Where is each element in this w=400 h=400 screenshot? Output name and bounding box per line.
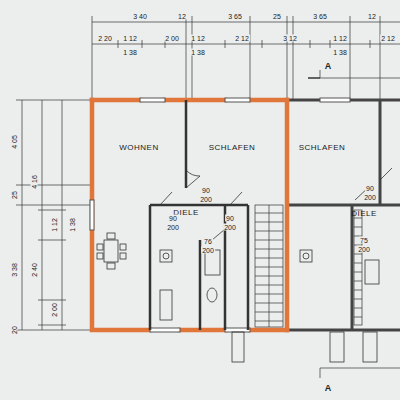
dimension: 4 16 [31,174,38,190]
dimension-tick [250,16,251,100]
dimension: 12 [177,13,187,20]
dimension-tick [262,40,263,48]
section-mark: A [324,62,333,71]
dimension-tick [255,240,283,241]
dimension-tick [350,16,351,100]
dimension-tick [354,290,362,291]
door-width: 90 [201,187,211,194]
dimension-tick [354,281,362,282]
door-width: 75 [359,237,369,244]
dimension-tick [255,312,283,313]
dimension-tick [354,317,362,318]
door-width: 76 [203,238,213,245]
dimension-tick [255,303,283,304]
dimension-tick [255,231,283,232]
door-width: 90 [225,215,235,222]
dimension-tick [354,272,362,273]
dimension-tick [118,40,119,48]
dimension-tick [255,258,283,259]
dimension-tick [38,210,66,211]
dimension: 1 38 [190,49,206,56]
dimension-tick [225,40,226,48]
dimension: 1 12 [51,217,58,233]
dimension-tick [310,40,311,48]
door-height: 200 [199,196,213,203]
room-name: DIELE [350,210,378,218]
dimension: 20 [11,325,18,335]
dimension: 1 12 [332,35,348,42]
dimension: 2 00 [51,302,58,318]
room-name: SCHLAFEN [298,144,347,152]
dimension-tick [142,40,143,48]
dimension-tick [287,16,288,100]
dimension: 1 38 [122,49,138,56]
dimension: 1 12 [190,35,206,42]
dimension: 4 05 [11,134,18,150]
dimension-tick [16,205,92,206]
dimension: 1 12 [122,35,138,42]
door-height: 200 [223,224,237,231]
dimension-tick [255,276,283,277]
dimension: 12 [367,13,377,20]
door-height: 200 [166,224,180,231]
dimension-tick [38,300,66,301]
dimension-tick [354,254,362,255]
dimension: 3 65 [312,13,328,20]
dimension-tick [92,16,93,100]
door-width: 90 [365,185,375,192]
door-height: 200 [357,246,371,253]
dimension-tick [192,16,193,100]
dimension-tick [255,294,283,295]
dimension-tick [16,185,92,186]
dimension: 3 65 [227,13,243,20]
dimension-tick [255,222,283,223]
section-mark: A [324,384,333,393]
dimension: 2 20 [97,35,113,42]
dimension-tick [354,263,362,264]
dimension-tick [354,227,362,228]
dimension: 3 38 [11,262,18,278]
dimension: 3 40 [132,13,148,20]
dimension-tick [16,100,92,101]
dimension: 25 [11,190,18,200]
dimension-tick [16,330,92,331]
room-name: WOHNEN [118,144,159,152]
dimension-tick [255,249,283,250]
door-height: 200 [363,194,377,201]
dimension-tick [380,16,381,100]
room-name: SCHLAFEN [208,144,257,152]
dimension-tick [255,267,283,268]
dimension-tick [255,285,283,286]
dimension-tick [330,40,331,48]
dimension: 3 12 [282,35,298,42]
dimension: 2 12 [234,35,250,42]
dimension-tick [354,308,362,309]
dimension: 2 00 [164,35,180,42]
dimension-tick [354,299,362,300]
door-height: 200 [201,247,215,254]
dimension-tick [255,321,283,322]
dimension: 1 38 [69,217,76,233]
dimension-tick [38,240,66,241]
dimension: 1 38 [332,49,348,56]
dimension-tick [293,16,294,100]
dimension: 2 12 [380,35,396,42]
dimension-tick [38,325,66,326]
door-width: 90 [168,215,178,222]
dimension: 2 40 [31,262,38,278]
dimension-tick [255,213,283,214]
dimension-tick [186,16,187,100]
dimension: 25 [272,13,282,20]
dimension-tick [370,40,371,48]
